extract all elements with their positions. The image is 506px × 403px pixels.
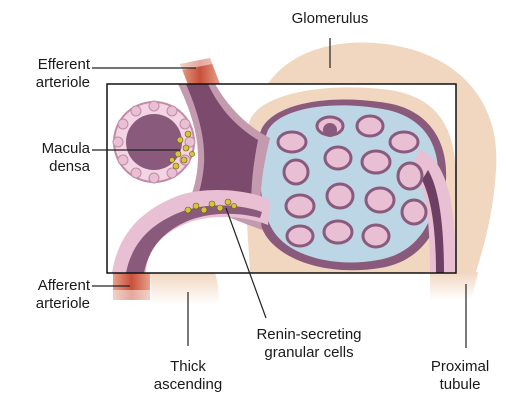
- renin-secreting-cells-label: Renin-secreting granular cells: [244, 326, 374, 362]
- thick-ascending-label: Thick ascending: [138, 358, 238, 394]
- glomerulus-label: Glomerulus: [280, 10, 380, 28]
- afferent-arteriole-label: Afferent arteriole: [6, 277, 90, 313]
- macula-densa-label: Macula densa: [6, 140, 90, 176]
- efferent-arteriole-label: Efferent arteriole: [6, 56, 90, 92]
- proximal-tubule-label: Proximal tubule: [420, 358, 500, 394]
- thick-ascending-outer: [150, 272, 219, 305]
- frame-contents: [107, 84, 456, 273]
